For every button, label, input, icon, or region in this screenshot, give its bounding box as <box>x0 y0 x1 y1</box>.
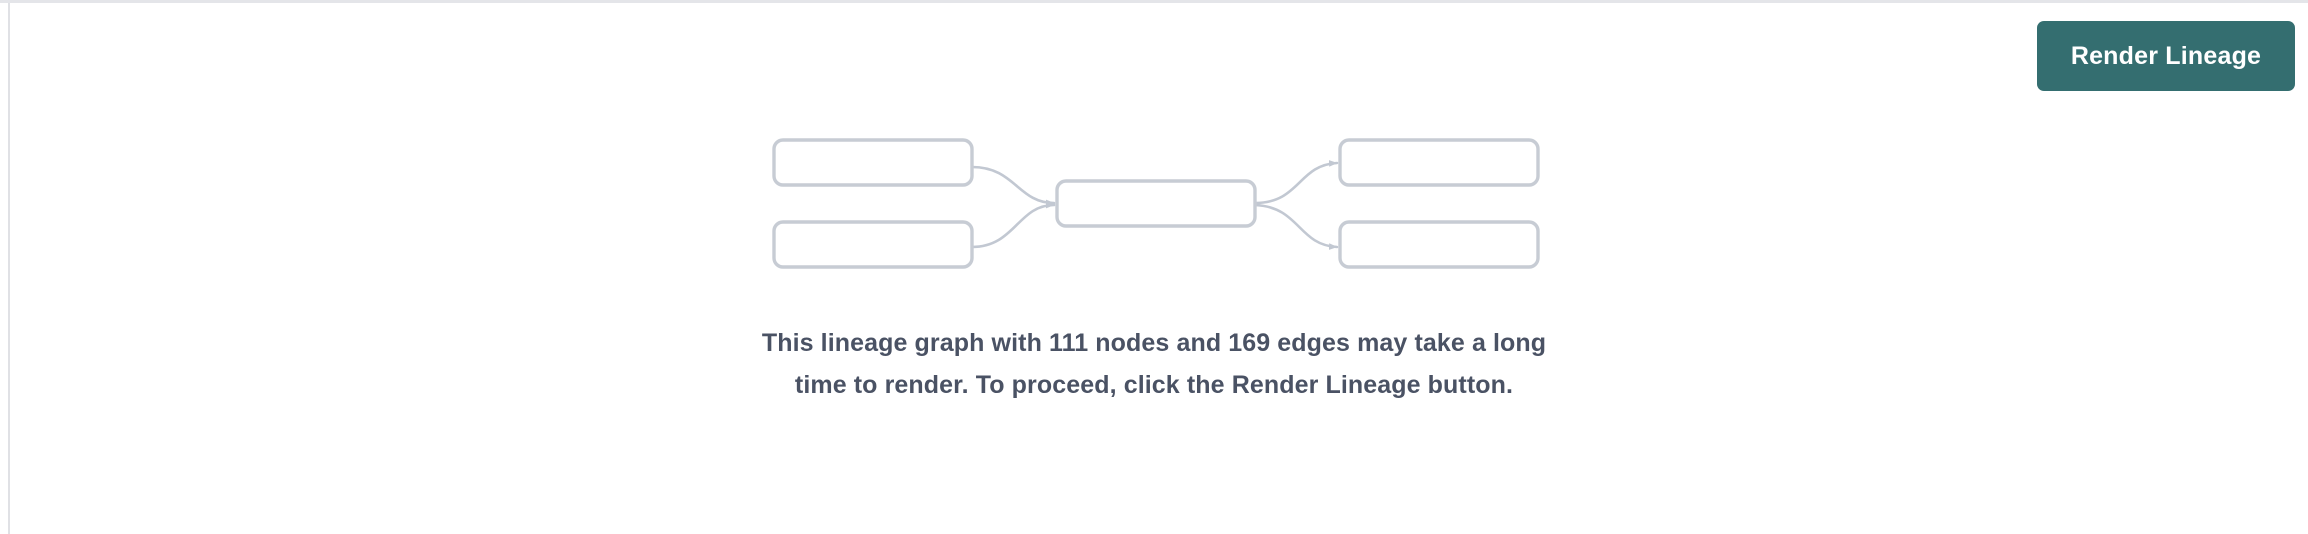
lineage-graph-illustration <box>772 138 1540 269</box>
edge-upstream-1-to-focus <box>970 165 1056 207</box>
lineage-node-focus <box>1055 179 1257 228</box>
lineage-edges <box>970 160 1339 250</box>
edge-upstream-2-to-focus <box>970 201 1056 249</box>
lineage-empty-message: This lineage graph with 111 nodes and 16… <box>761 329 1547 399</box>
panel-top-rule <box>0 0 2308 3</box>
edge-focus-to-downstream-2 <box>1253 203 1339 250</box>
lineage-node-upstream-1 <box>772 138 974 187</box>
lineage-node-upstream-2 <box>772 220 974 269</box>
edge-focus-to-downstream-1 <box>1253 160 1339 205</box>
lineage-nodes <box>772 138 1540 269</box>
lineage-node-downstream-1 <box>1338 138 1540 187</box>
panel-left-rule <box>8 3 10 534</box>
render-lineage-button[interactable]: Render Lineage <box>2037 21 2295 91</box>
lineage-node-downstream-2 <box>1338 220 1540 269</box>
